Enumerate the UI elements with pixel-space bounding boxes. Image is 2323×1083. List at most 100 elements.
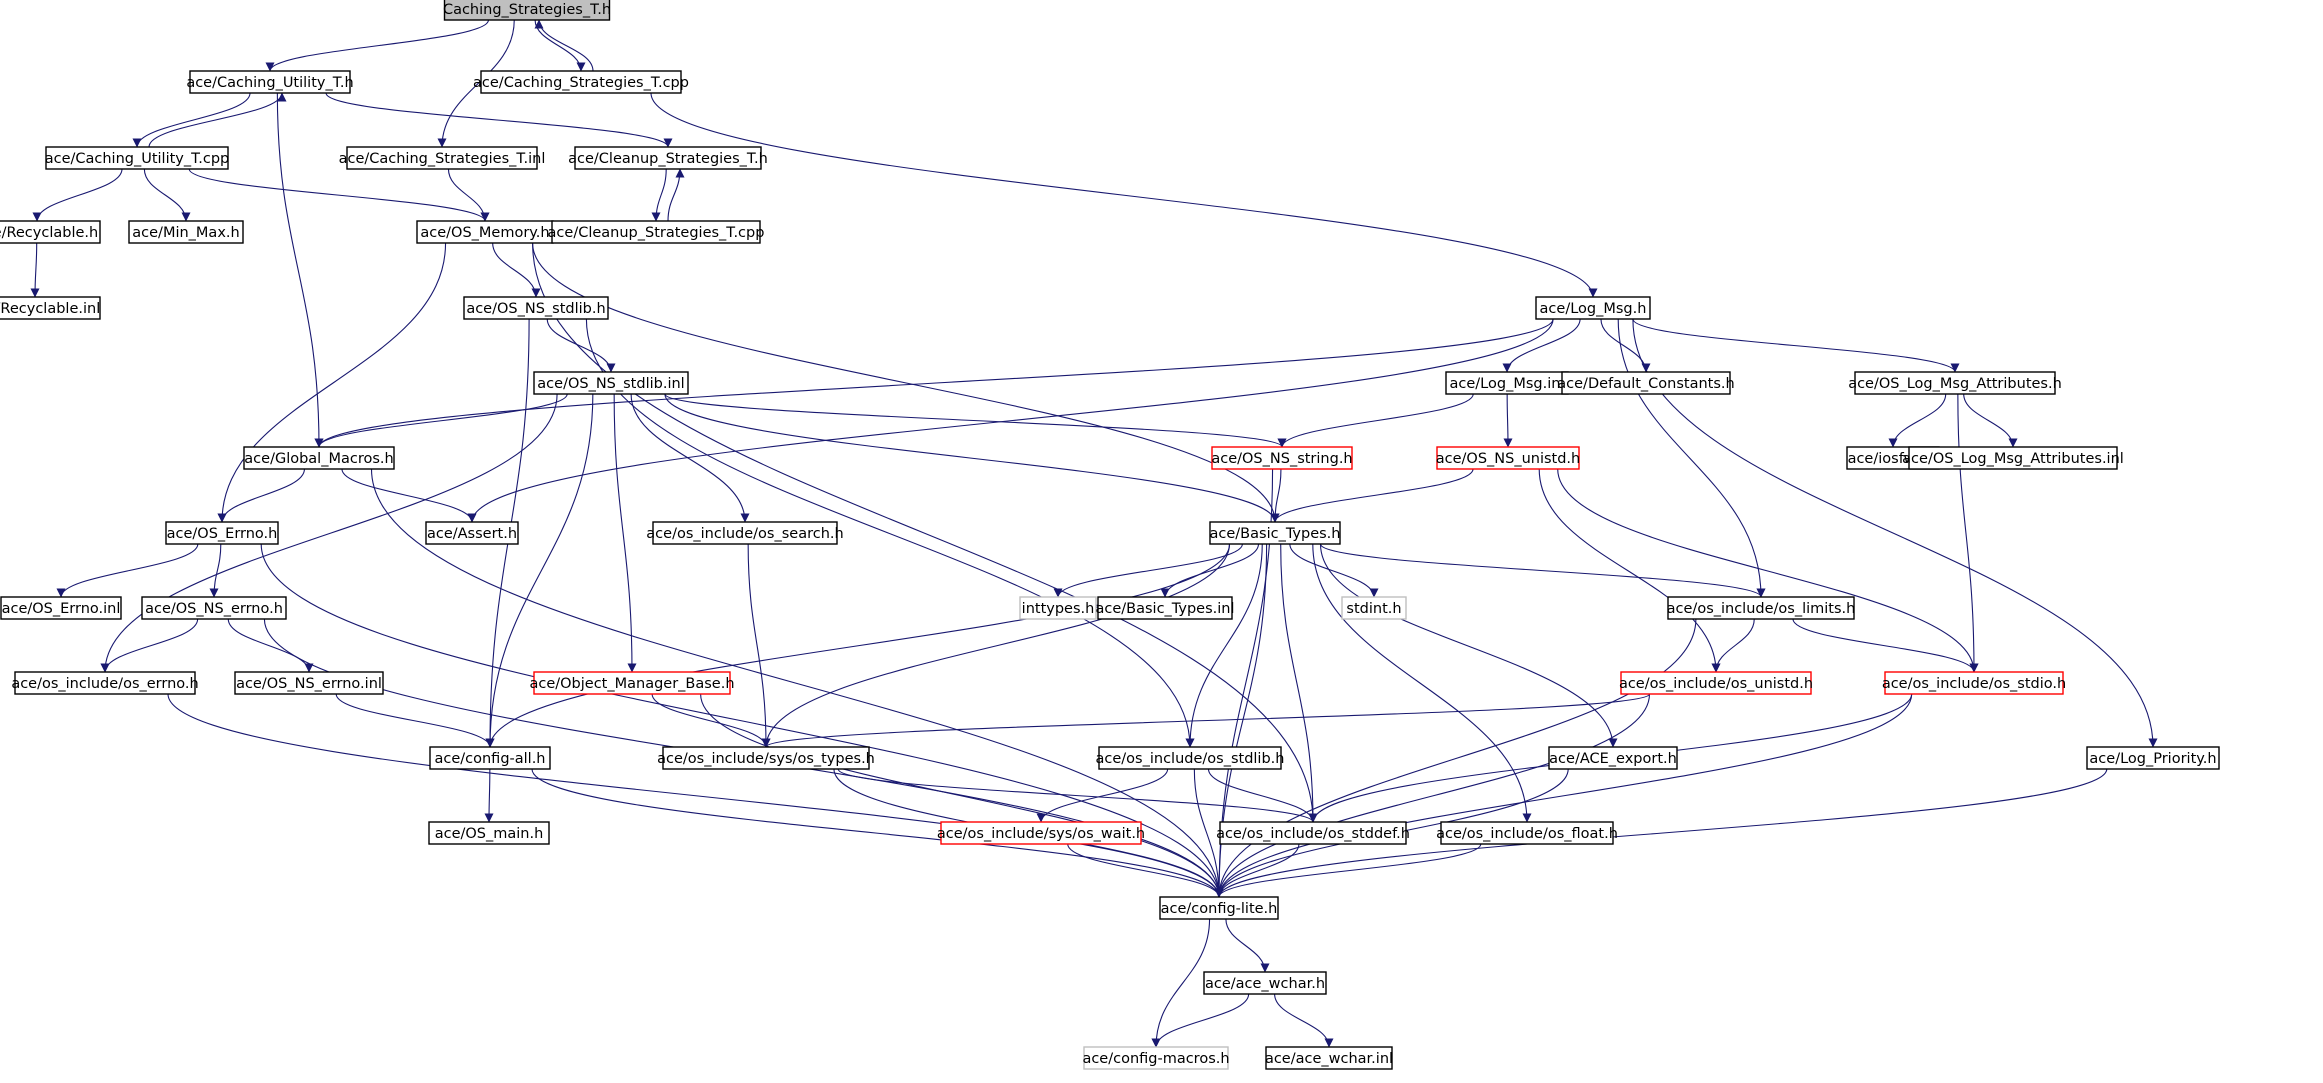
- node-object-manager-base-h[interactable]: ace/Object_Manager_Base.h: [529, 671, 735, 695]
- node-cleanup-strategies-cpp[interactable]: ace/Cleanup_Strategies_T.cpp: [548, 220, 765, 244]
- edge-basic_types_h-to-basic_types_inl: [1160, 543, 1260, 598]
- node-os-float-h[interactable]: ace/os_include/os_float.h: [1436, 821, 1618, 845]
- edge-config_lite_h-to-ace_wchar_h: [1225, 918, 1270, 973]
- node-sys-os-wait-h[interactable]: ace/os_include/sys/os_wait.h: [937, 821, 1145, 845]
- edge-os_limits_h-to-os_unistd_h: [1711, 618, 1755, 673]
- node-box: [2086, 746, 2220, 770]
- node-os-ns-errno-inl[interactable]: ace/OS_NS_errno.inl: [234, 671, 384, 695]
- node-default-constants-h[interactable]: ace/Default_Constants.h: [1557, 371, 1735, 395]
- edge-caching_strategies_cpp-to-caching_strategies_h: [534, 19, 594, 72]
- edge-sys_os_wait_h-to-config_lite_h: [1067, 843, 1224, 898]
- node-label: ace/Log_Msg.inl: [1450, 376, 1565, 392]
- edge-caching_utility_cpp-to-os_memory_h: [188, 168, 490, 222]
- node-log-msg-h[interactable]: ace/Log_Msg.h: [1535, 296, 1651, 320]
- edge-ace_wchar_h-to-ace_wchar_inl: [1274, 993, 1334, 1048]
- node-log-priority-h[interactable]: ace/Log_Priority.h: [2086, 746, 2220, 770]
- node-box: [533, 671, 731, 695]
- node-os-search-h[interactable]: ace/os_include/os_search.h: [646, 521, 844, 545]
- node-os-stdio-h[interactable]: ace/os_include/os_stdio.h: [1882, 671, 2066, 695]
- edge-sys_os_types_h-to-os_stddef_h: [837, 768, 1318, 823]
- node-os-log-msg-attributes-inl[interactable]: ace/OS_Log_Msg_Attributes.inl: [1902, 446, 2124, 470]
- edge-log_msg_h-to-global_macros_h: [314, 318, 1554, 448]
- node-box: [165, 521, 279, 545]
- node-box: [1440, 821, 1614, 845]
- edge-log_msg_inl-to-os_ns_string_h: [1277, 393, 1474, 448]
- node-config-all-h[interactable]: ace/config-all.h: [429, 746, 551, 770]
- node-assert-h[interactable]: ace/Assert.h: [425, 521, 519, 545]
- node-os-ns-errno-h[interactable]: ace/OS_NS_errno.h: [141, 596, 287, 620]
- node-os-stdlib-h[interactable]: ace/os_include/os_stdlib.h: [1096, 746, 1285, 770]
- edge-caching_utility_cpp-to-min_max_h: [143, 168, 191, 222]
- node-log-msg-inl[interactable]: ace/Log_Msg.inl: [1445, 371, 1569, 395]
- node-recyclable-h[interactable]: ace/Recyclable.h: [0, 220, 101, 244]
- node-os-unistd-h[interactable]: ace/os_include/os_unistd.h: [1619, 671, 1813, 695]
- node-os-ns-unistd-h[interactable]: ace/OS_NS_unistd.h: [1436, 446, 1580, 470]
- edge-basic_types_h-to-config_all_h: [485, 543, 1231, 748]
- node-label: ace/Cleanup_Strategies_T.cpp: [548, 225, 765, 241]
- node-caching-utility-cpp[interactable]: ace/Caching_Utility_T.cpp: [45, 146, 230, 170]
- node-os-main-h[interactable]: ace/OS_main.h: [428, 821, 550, 845]
- node-os-errno-h[interactable]: ace/OS_Errno.h: [165, 521, 279, 545]
- edge-caching_utility_h-to-cleanup_strategies_h: [325, 92, 673, 148]
- node-label: ace/OS_NS_stdlib.h: [466, 301, 605, 317]
- node-os-ns-stdlib-h[interactable]: ace/OS_NS_stdlib.h: [463, 296, 609, 320]
- node-ace-wchar-h[interactable]: ace/ace_wchar.h: [1203, 971, 1327, 995]
- node-label: ace/ace_wchar.h: [1205, 976, 1325, 992]
- node-config-macros-h[interactable]: ace/config-macros.h: [1082, 1046, 1230, 1070]
- edge-os_errno_h-to-config_lite_h: [260, 543, 1224, 898]
- node-ace-wchar-inl[interactable]: ace/ace_wchar.inl: [1265, 1046, 1393, 1070]
- node-sys-os-types-h[interactable]: ace/os_include/sys/os_types.h: [657, 746, 875, 770]
- node-cleanup-strategies-h[interactable]: ace/Cleanup_Strategies_T.h: [568, 146, 768, 170]
- node-os-include-errno-h[interactable]: ace/os_include/os_errno.h: [11, 671, 199, 695]
- edge-basic_types_h-to-os_stdlib_h: [1185, 543, 1263, 748]
- node-label: ace/config-macros.h: [1082, 1051, 1229, 1067]
- node-min-max-h[interactable]: ace/Min_Max.h: [128, 220, 244, 244]
- node-box: [1436, 446, 1580, 470]
- edge-os_memory_h-to-os_ns_stdlib_h: [492, 242, 541, 298]
- node-os-ns-stdlib-inl[interactable]: ace/OS_NS_stdlib.inl: [533, 371, 689, 395]
- node-label: ace/Caching_Utility_T.cpp: [45, 151, 230, 167]
- node-caching-strategies-inl[interactable]: ace/Caching_Strategies_T.inl: [339, 146, 546, 170]
- node-caching-strategies-cpp[interactable]: ace/Caching_Strategies_T.cpp: [473, 70, 689, 94]
- node-box: [14, 671, 196, 695]
- node-stdint-h[interactable]: stdint.h: [1341, 596, 1407, 620]
- edge-log_msg_h-to-os_limits_h: [1617, 318, 1766, 598]
- node-basic-types-h[interactable]: ace/Basic_Types.h: [1209, 521, 1341, 545]
- edge-caching_strategies_inl-to-os_memory_h: [447, 168, 490, 222]
- node-inttypes-h[interactable]: inttypes.h: [1019, 596, 1097, 620]
- node-os-log-msg-attributes-h[interactable]: ace/OS_Log_Msg_Attributes.h: [1848, 371, 2062, 395]
- node-global-macros-h[interactable]: ace/Global_Macros.h: [243, 446, 395, 470]
- node-caching-utility-h[interactable]: ace/Caching_Utility_T.h: [186, 70, 354, 94]
- node-config-lite-h[interactable]: ace/config-lite.h: [1159, 896, 1279, 920]
- edge-os_stdio_h-to-config_lite_h: [1214, 693, 1913, 898]
- node-ace-export-h[interactable]: ace/ACE_export.h: [1548, 746, 1678, 770]
- node-box: [443, 0, 611, 21]
- node-box: [1097, 596, 1233, 620]
- file-nodes: Caching_Strategies_T.h ace/Caching_Utilit…: [0, 0, 2220, 1070]
- node-os-limits-h[interactable]: ace/os_include/os_limits.h: [1667, 596, 1856, 620]
- node-label: ace/config-all.h: [434, 751, 545, 767]
- node-box: [1884, 671, 2064, 695]
- edge-os_ns_string_h-to-basic_types_h: [1270, 468, 1282, 523]
- node-recyclable-inl[interactable]: ace/Recyclable.inl: [0, 296, 101, 320]
- node-basic-types-inl[interactable]: ace/Basic_Types.inl: [1095, 596, 1235, 620]
- node-os-memory-h[interactable]: ace/OS_Memory.h: [416, 220, 554, 244]
- node-os-errno-inl[interactable]: ace/OS_Errno.inl: [0, 596, 122, 620]
- node-label: ace/Caching_Strategies_T.cpp: [473, 75, 689, 91]
- node-label: ace/Global_Macros.h: [244, 451, 393, 467]
- edge-global_macros_h-to-os_errno_h: [217, 468, 305, 523]
- node-os-ns-string-h[interactable]: ace/OS_NS_string.h: [1211, 446, 1353, 470]
- edge-caching_strategies_h-to-caching_strategies_inl: [437, 19, 515, 148]
- edge-os_memory_h-to-os_stddef_h: [532, 242, 1318, 823]
- edge-os_stdlib_h-to-sys_os_wait_h: [1036, 768, 1169, 823]
- node-label: ace/os_include/os_limits.h: [1667, 601, 1856, 617]
- node-caching-strategies-h[interactable]: Caching_Strategies_T.h: [443, 0, 611, 21]
- edge-os_log_msg_attributes_h-to-os_stdio_h: [1957, 393, 1979, 673]
- edge-basic_types_h-to-os_stddef_h: [1280, 543, 1318, 823]
- node-label: ace/Caching_Utility_T.h: [186, 75, 353, 91]
- node-os-stddef-h[interactable]: ace/os_include/os_stddef.h: [1216, 821, 1410, 845]
- node-label: ace/Assert.h: [427, 526, 517, 542]
- edge-os_ns_stdlib_inl-to-basic_types_h: [664, 393, 1280, 523]
- node-label: ace/Basic_Types.h: [1210, 526, 1341, 542]
